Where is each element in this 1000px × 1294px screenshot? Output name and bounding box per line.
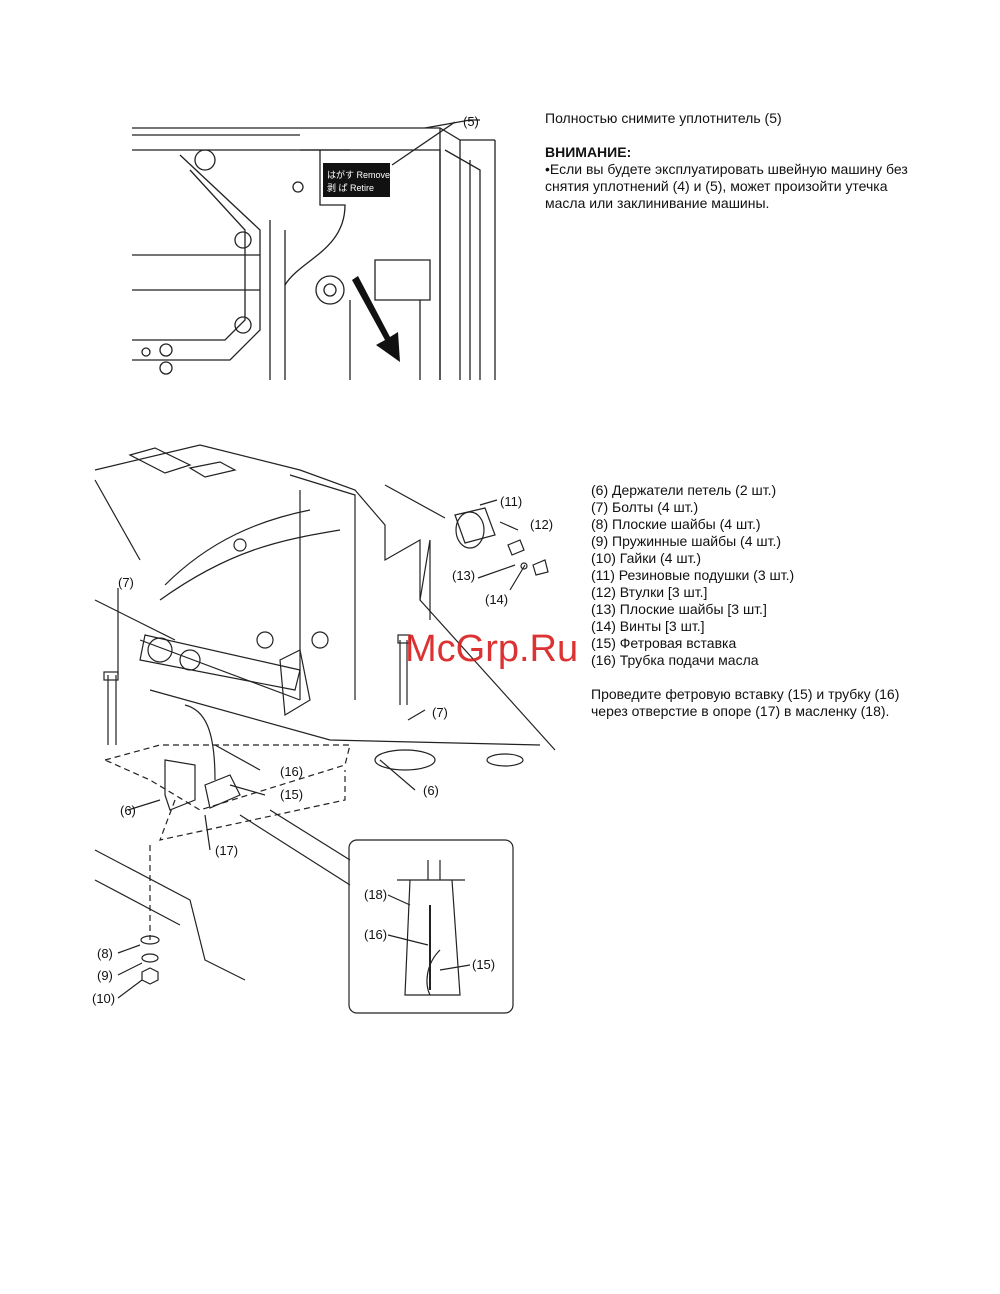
seal-removal-figure: はがす Remove 剥 ぱ Retire (5) — [132, 114, 496, 380]
part-item: (6) Держатели петель (2 шт.) — [591, 482, 777, 498]
watermark: McGrp.Ru — [405, 628, 579, 670]
callout-9: (9) — [97, 968, 113, 983]
callout-8: (8) — [97, 946, 113, 961]
instruction-remove-seal: Полностью снимите уплотнитель (5) — [545, 110, 782, 126]
seal-label-remove: はがす Remove — [327, 169, 390, 180]
callout-11: (11) — [500, 494, 522, 509]
part-item: (9) Пружинные шайбы (4 шт.) — [591, 533, 782, 549]
callout-10: (10) — [92, 991, 115, 1006]
callout-14: (14) — [485, 592, 508, 607]
warning-title: ВНИМАНИЕ: — [545, 144, 632, 160]
assembly-figure: (7) (7) (6) (6) (11) (12) (13) (14) (16)… — [92, 444, 556, 1014]
warning-text: •Если вы будете эксплуатировать швейную … — [545, 161, 908, 211]
part-item: (15) Фетровая вставка — [591, 635, 737, 651]
seal-label-retire: 剥 ぱ Retire — [327, 183, 374, 193]
callout-5: (5) — [463, 114, 479, 129]
part-item: (14) Винты [3 шт.] — [591, 618, 705, 634]
callout-6b: (6) — [423, 783, 439, 798]
callout-13: (13) — [452, 568, 475, 583]
callout-12: (12) — [530, 517, 553, 532]
top-text: Полностью снимите уплотнитель (5) ВНИМАН… — [545, 110, 945, 212]
callout-15: (15) — [280, 787, 303, 802]
oil-wick-instruction: Проведите фетровую вставку (15) и трубку… — [591, 686, 900, 719]
callout-6a: (6) — [120, 803, 136, 818]
part-item: (16) Трубка подачи масла — [591, 652, 759, 668]
inset-callout-15: (15) — [472, 957, 495, 972]
callout-7b: (7) — [432, 705, 448, 720]
inset-callout-18: (18) — [364, 887, 387, 902]
parts-list: (6) Держатели петель (2 шт.) (7) Болты (… — [591, 482, 951, 720]
callout-16: (16) — [280, 764, 303, 779]
inset-callout-16: (16) — [364, 927, 387, 942]
part-item: (13) Плоские шайбы [3 шт.] — [591, 601, 767, 617]
part-item: (12) Втулки [3 шт.] — [591, 584, 708, 600]
callout-7a: (7) — [118, 575, 134, 590]
part-item: (8) Плоские шайбы (4 шт.) — [591, 516, 761, 532]
part-item: (10) Гайки (4 шт.) — [591, 550, 702, 566]
callout-17: (17) — [215, 843, 238, 858]
part-item: (11) Резиновые подушки (3 шт.) — [591, 567, 795, 583]
part-item: (7) Болты (4 шт.) — [591, 499, 699, 515]
arrow-icon — [352, 276, 400, 362]
